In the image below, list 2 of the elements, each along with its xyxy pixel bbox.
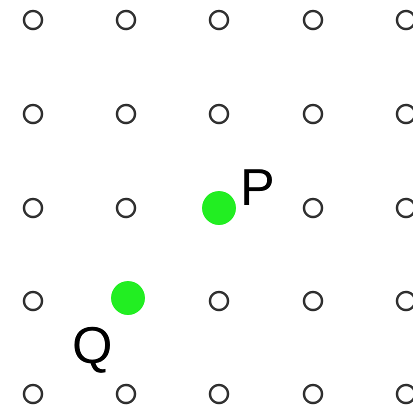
point-label: P: [240, 162, 275, 214]
point-label: Q: [72, 320, 112, 372]
